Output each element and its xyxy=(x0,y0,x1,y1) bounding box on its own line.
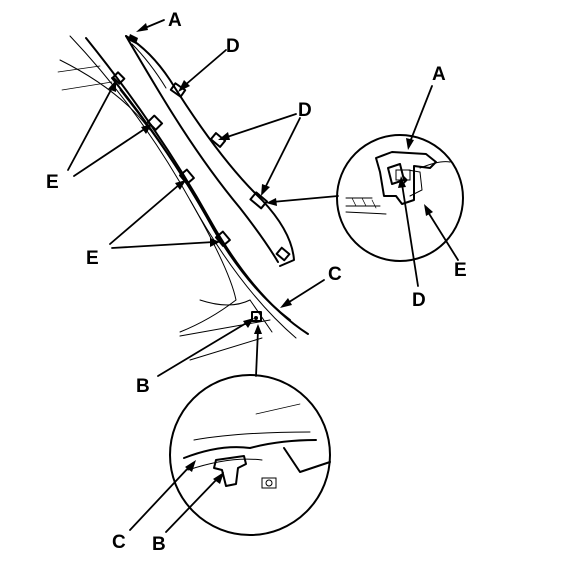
callout-c-main: C xyxy=(280,264,342,308)
detail-view-lower-clip: C B xyxy=(112,374,331,555)
windshield-pillar-assembly xyxy=(57,34,309,361)
callout-d-right: D xyxy=(218,100,312,196)
lower-clip-b xyxy=(251,311,262,322)
label-d: D xyxy=(298,100,312,121)
callout-d-top: D xyxy=(178,36,240,92)
detail-connector-top xyxy=(266,195,339,206)
label-a: A xyxy=(168,10,182,31)
label-c: C xyxy=(328,264,342,285)
label-d: D xyxy=(226,36,240,57)
label-e: E xyxy=(86,248,99,269)
pillar-clip-e xyxy=(112,71,231,247)
garnish-clip-d xyxy=(169,82,291,262)
detail-label-d: D xyxy=(412,290,426,311)
detail-label-e: E xyxy=(454,260,467,281)
detail-label-c: C xyxy=(112,532,126,553)
callout-a-main: A xyxy=(136,10,182,32)
detail-view-clip-section: A D E xyxy=(336,64,467,311)
label-e: E xyxy=(46,172,59,193)
callout-e-upper: E xyxy=(46,80,152,193)
pillar-garnish xyxy=(125,34,295,267)
callout-e-lower: E xyxy=(86,180,220,269)
label-b: B xyxy=(136,376,150,397)
detail-connector-bottom xyxy=(254,324,262,377)
detail-label-b: B xyxy=(152,534,166,555)
callout-b-main: B xyxy=(136,318,254,397)
detail-label-a: A xyxy=(432,64,446,85)
